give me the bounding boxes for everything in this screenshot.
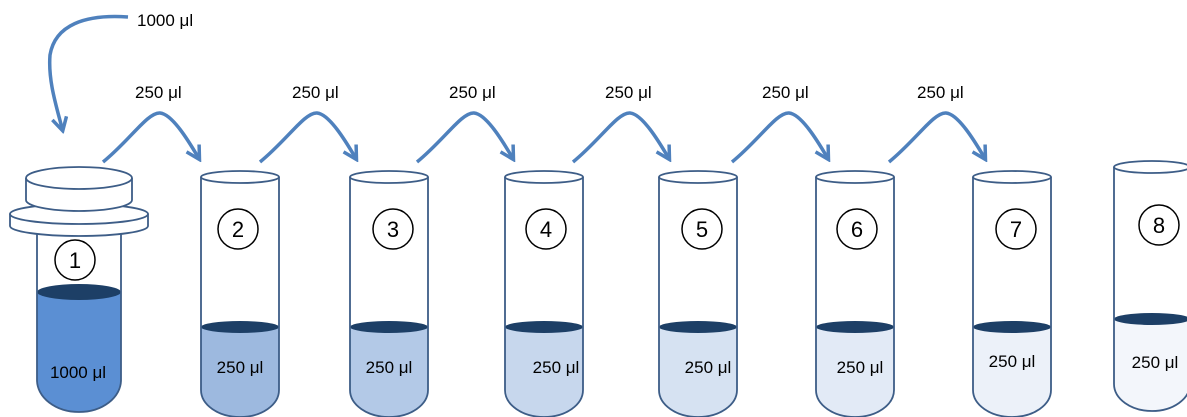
tube-5-number-circle bbox=[681, 208, 723, 250]
tube-1-liquid bbox=[37, 292, 121, 412]
transfer-labels: 250 μl 250 μl 250 μl 250 μl 250 μl 250 μ… bbox=[135, 83, 964, 102]
tube-8-body bbox=[1113, 167, 1187, 412]
tube-7-number: 7 bbox=[1010, 217, 1022, 242]
tube-3-number: 3 bbox=[387, 217, 399, 242]
tube-5-number: 5 bbox=[696, 217, 708, 242]
transfer-arrow-6 bbox=[887, 111, 984, 164]
tube-5-volume: 250 μl bbox=[685, 358, 732, 377]
transfer-label-3: 250 μl bbox=[449, 83, 496, 102]
tube-3-meniscus bbox=[350, 321, 428, 333]
transfer-label-2: 250 μl bbox=[292, 83, 339, 102]
tube-6-number: 6 bbox=[851, 217, 863, 242]
tube-8-number: 8 bbox=[1153, 213, 1165, 238]
tube-4-meniscus bbox=[505, 321, 583, 333]
tube-8-liquid bbox=[1114, 319, 1187, 411]
tube-7-number-circle bbox=[995, 208, 1037, 250]
tube-2-number: 2 bbox=[232, 217, 244, 242]
tube-8: 8 250 μl bbox=[1113, 160, 1187, 412]
transfer-arrow-3 bbox=[415, 111, 512, 164]
tube-1: 1 1000 μl bbox=[9, 166, 149, 413]
tube-1-volume: 1000 μl bbox=[50, 363, 106, 382]
tube-1-number: 1 bbox=[69, 248, 81, 273]
tube-7-body bbox=[972, 177, 1052, 417]
tube-1-number-circle bbox=[54, 239, 96, 281]
tube-3: 3 250 μl bbox=[349, 170, 429, 417]
tube-8-number-circle bbox=[1138, 204, 1180, 246]
transfer-label-6: 250 μl bbox=[917, 83, 964, 102]
tube-3-number-circle bbox=[372, 208, 414, 250]
transfer-label-1: 250 μl bbox=[135, 83, 182, 102]
tube-8-rim bbox=[1113, 160, 1187, 174]
tube-2-rim bbox=[200, 170, 280, 184]
tube-3-body bbox=[349, 177, 429, 417]
transfer-arrow-1 bbox=[101, 111, 198, 164]
tube-1-body bbox=[36, 222, 122, 413]
transfer-arrow-4 bbox=[571, 111, 668, 164]
tube-4-number-circle bbox=[525, 208, 567, 250]
tube-6-volume: 250 μl bbox=[837, 358, 884, 377]
tube-2-volume: 250 μl bbox=[217, 358, 264, 377]
tube-7: 7 250 μl bbox=[972, 170, 1052, 417]
tube-2-meniscus bbox=[201, 321, 279, 333]
tube-4-rim bbox=[504, 170, 584, 184]
tube-2-liquid bbox=[201, 327, 279, 417]
transfer-arrow-2 bbox=[258, 111, 355, 164]
tube-3-volume: 250 μl bbox=[366, 358, 413, 377]
tube-4-liquid bbox=[505, 327, 583, 417]
tube-2-body bbox=[200, 177, 280, 417]
tube-4-body bbox=[504, 177, 584, 417]
tube-6-number-circle bbox=[836, 208, 878, 250]
stock-addition-arrow bbox=[47, 14, 129, 128]
tube-5-meniscus bbox=[659, 321, 737, 333]
tube-5-body bbox=[658, 177, 738, 417]
tube-4-number: 4 bbox=[540, 217, 552, 242]
tube-6-body bbox=[815, 177, 895, 417]
tube-6-liquid bbox=[816, 327, 894, 417]
tube-1-meniscus bbox=[37, 284, 121, 300]
tube-8-volume: 250 μl bbox=[1132, 353, 1179, 372]
tube-4-volume: 250 μl bbox=[533, 358, 580, 377]
tube-7-volume: 250 μl bbox=[989, 352, 1036, 371]
tube-6-rim bbox=[815, 170, 895, 184]
tube-5-rim bbox=[658, 170, 738, 184]
tube-5-liquid bbox=[659, 327, 737, 417]
tube-7-meniscus bbox=[973, 321, 1051, 333]
stock-volume-label: 1000 μl bbox=[137, 11, 193, 30]
transfer-arrow-5 bbox=[730, 111, 827, 164]
transfer-label-4: 250 μl bbox=[605, 83, 652, 102]
transfer-label-5: 250 μl bbox=[762, 83, 809, 102]
tube-2-number-circle bbox=[217, 208, 259, 250]
tube-7-rim bbox=[972, 170, 1052, 184]
tube-6: 6 250 μl bbox=[815, 170, 895, 417]
tube-5: 5 250 μl bbox=[658, 170, 738, 417]
tube-3-rim bbox=[349, 170, 429, 184]
tube-8-meniscus bbox=[1114, 313, 1187, 325]
tube-7-liquid bbox=[973, 327, 1051, 417]
transfer-arrows bbox=[101, 111, 984, 164]
tube-4: 4 250 μl bbox=[504, 170, 584, 417]
tube-1-cap-top bbox=[25, 166, 133, 190]
tube-6-meniscus bbox=[816, 321, 894, 333]
tube-3-liquid bbox=[350, 327, 428, 417]
tube-2: 2 250 μl bbox=[200, 170, 280, 417]
